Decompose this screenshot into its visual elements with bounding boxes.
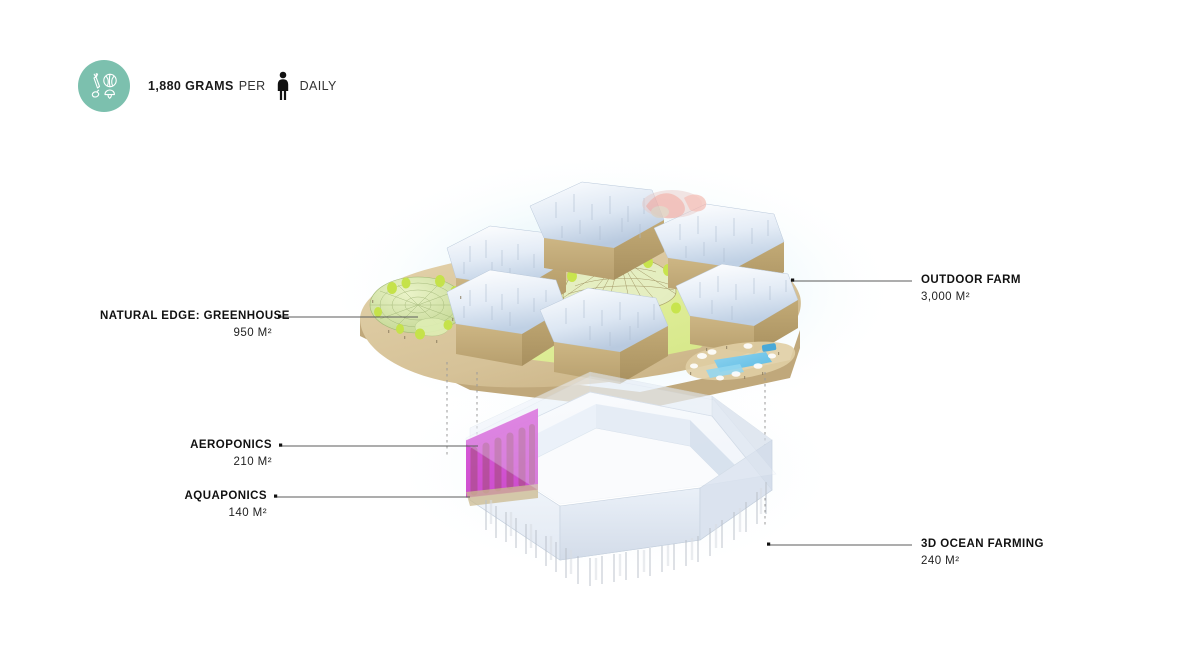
upper-island: [360, 181, 801, 410]
coral-canopy: [642, 190, 707, 219]
yield-value: 1,880 GRAMS: [148, 79, 234, 93]
callout-area: 3,000 M²: [921, 291, 970, 303]
pavilion-back-center: [529, 181, 665, 280]
daily-yield-stat: 1,880 GRAMS PER DAILY: [78, 60, 337, 112]
callout-natural-edge-greenhouse: NATURAL EDGE: GREENHOUSE 950 M²: [100, 310, 290, 339]
callout-area: 210 M²: [233, 456, 272, 468]
leader-lines: [277, 280, 912, 546]
callout-title: AQUAPONICS: [184, 490, 267, 502]
leader-dots: [274, 278, 795, 546]
callout-title: NATURAL EDGE: GREENHOUSE: [100, 310, 290, 322]
callout-title: OUTDOOR FARM: [921, 274, 1021, 286]
callout-area: 240 M²: [921, 555, 960, 567]
callout-area: 950 M²: [233, 327, 272, 339]
callout-aeroponics: AEROPONICS 210 M²: [110, 439, 272, 468]
vegetables-icon: [91, 73, 117, 99]
people-dots: [372, 296, 462, 343]
person-icon: [277, 71, 288, 100]
callout-outdoor-farm: OUTDOOR FARM 3,000 M²: [921, 274, 1121, 303]
yield-per-label: PER: [238, 79, 266, 93]
lower-platform: [465, 371, 777, 586]
callout-aquaponics: AQUAPONICS 140 M²: [105, 490, 267, 519]
callout-area: 140 M²: [228, 507, 267, 519]
callout-title: 3D OCEAN FARMING: [921, 538, 1044, 550]
yield-frequency-label: DAILY: [299, 79, 337, 93]
callout-title: AEROPONICS: [190, 439, 272, 451]
beach-and-pools: [685, 341, 796, 381]
ocean-farming-lines: [485, 482, 767, 586]
callout-3d-ocean-farming: 3D OCEAN FARMING 240 M²: [921, 538, 1131, 567]
vegetables-badge: [78, 60, 130, 112]
daily-yield-text: 1,880 GRAMS PER DAILY: [148, 71, 337, 101]
pavilion-front-right: [675, 263, 799, 354]
pavilion-front-center: [539, 287, 669, 384]
aeroponics-bay: [465, 407, 539, 499]
aquaponics-bay: [466, 484, 538, 506]
